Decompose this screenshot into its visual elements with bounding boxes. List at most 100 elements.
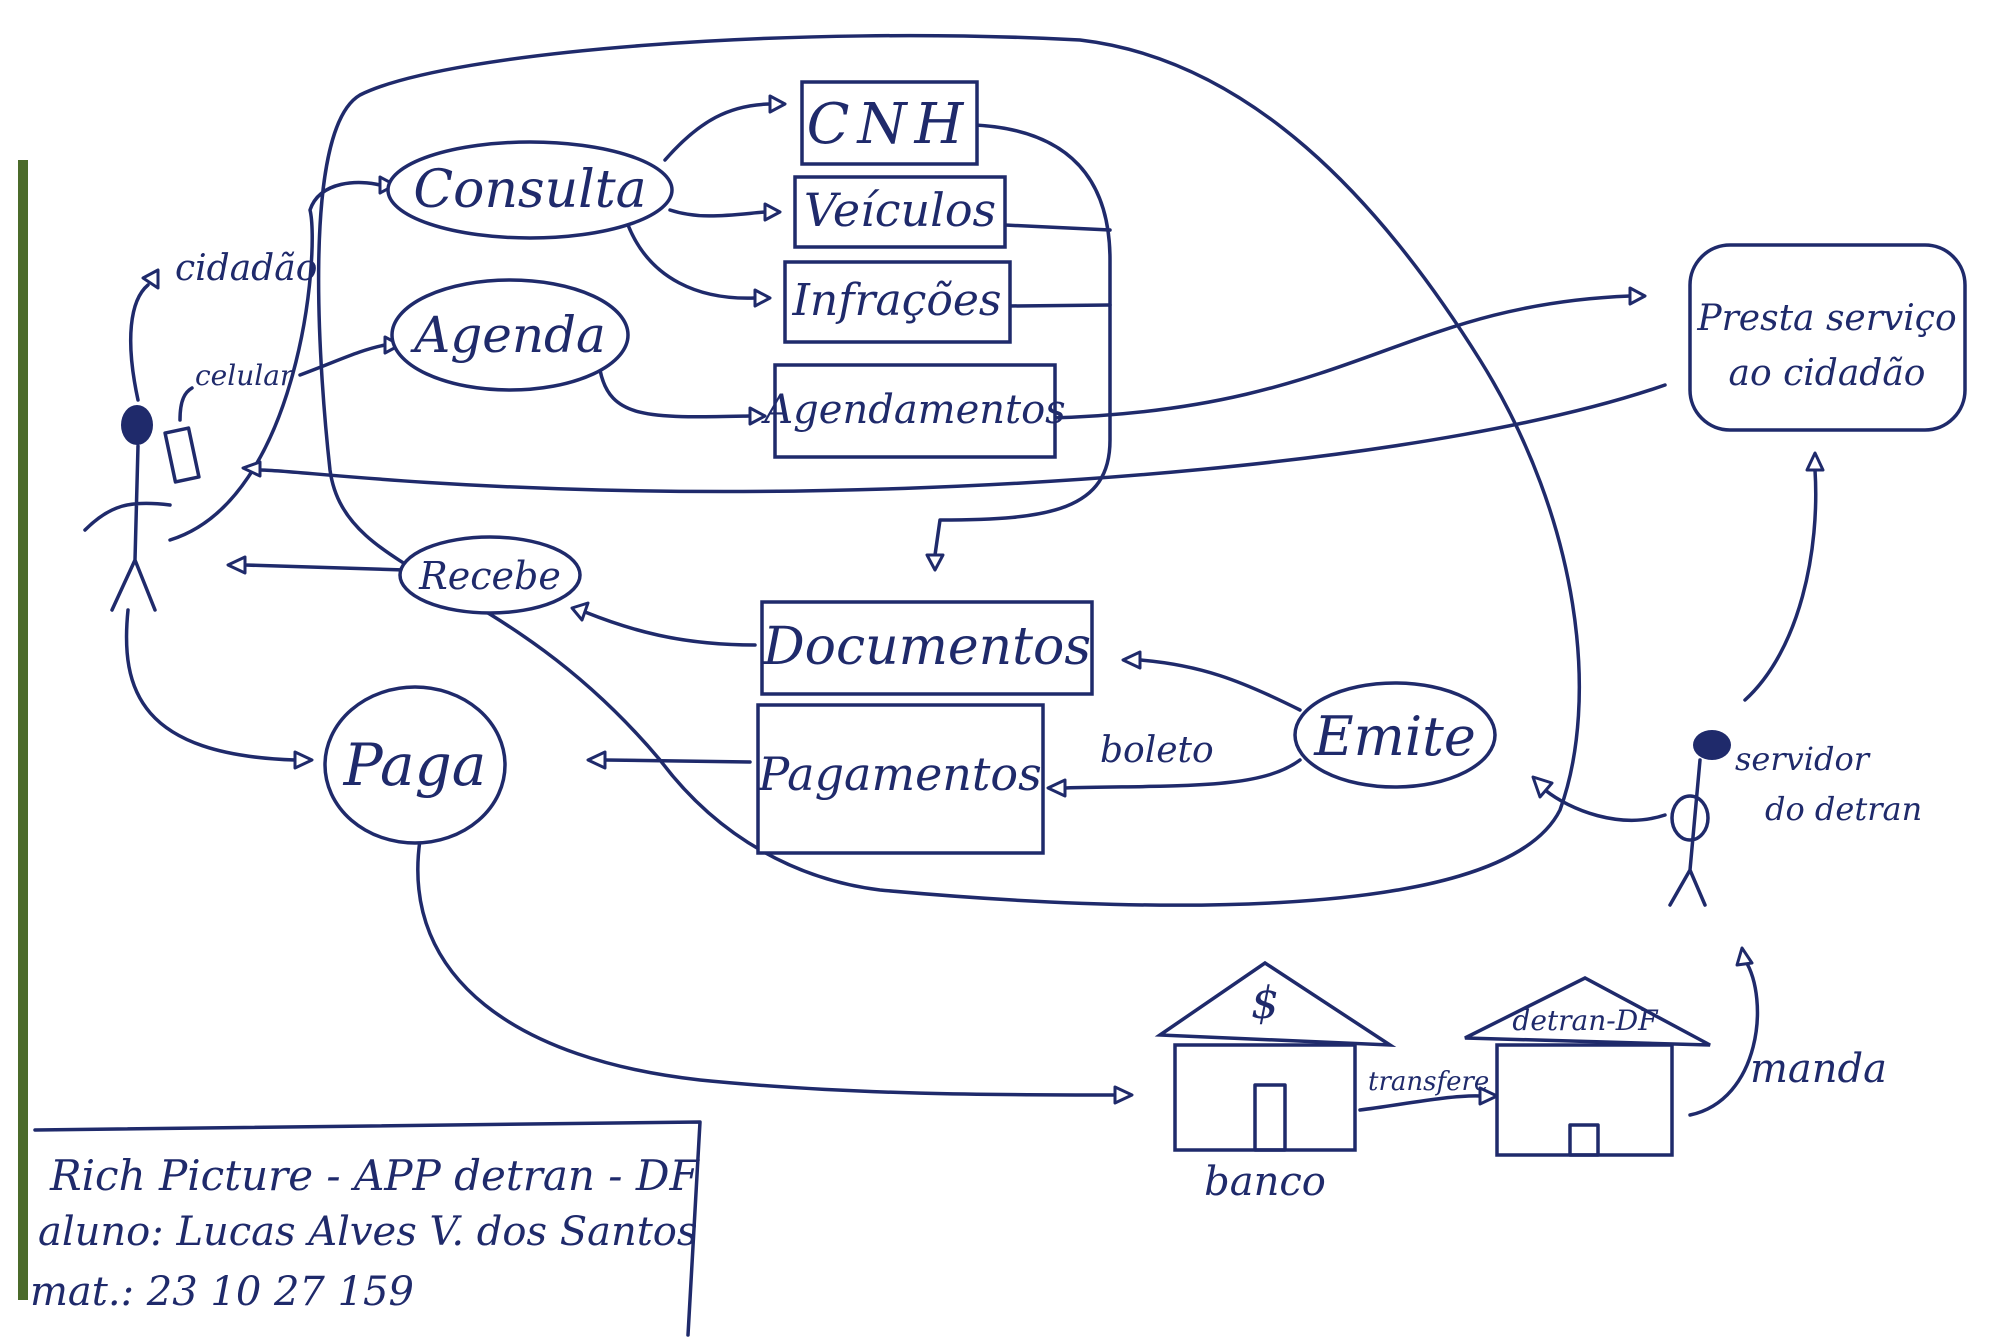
arrowhead-icon — [1121, 650, 1142, 670]
arrowhead-icon — [1046, 778, 1067, 798]
banco-dollar-icon: $ — [1251, 978, 1279, 1029]
node-paga: Paga — [323, 685, 507, 845]
edge-celular-label — [178, 386, 194, 422]
arrowhead-icon — [1531, 775, 1554, 799]
arrowhead-icon — [293, 750, 314, 770]
label-cnh: CNH — [807, 92, 972, 157]
arrowhead-icon — [925, 553, 945, 572]
arrowhead-icon — [1735, 946, 1754, 967]
node-pagamentos: Pagamentos — [756, 703, 1045, 855]
edge-consulta-infracoes — [626, 223, 757, 300]
edge-servidor-emite — [1543, 788, 1667, 822]
label-boleto: boleto — [1100, 730, 1214, 771]
arrowhead-icon — [1628, 286, 1647, 306]
arrowhead-icon — [1113, 1085, 1134, 1105]
paper-margin-stripe — [18, 160, 28, 1300]
node-veiculos: Veículos — [793, 175, 1007, 249]
label-pagamentos: Pagamentos — [757, 747, 1041, 801]
detran-wall-icon — [1495, 1043, 1674, 1157]
arrowhead-icon — [768, 94, 787, 114]
arrowhead-icon — [141, 268, 160, 290]
node-agendamentos: Agendamentos — [760, 363, 1066, 459]
banco-wall-icon — [1173, 1043, 1357, 1152]
label-emite: Emite — [1313, 705, 1476, 768]
label-agendamentos: Agendamentos — [760, 387, 1065, 433]
edge-consulta-veiculos — [668, 208, 767, 218]
arrowhead-icon — [241, 460, 262, 478]
edge-emite-documentos — [1138, 658, 1302, 712]
node-presta-servico: Presta serviço ao cidadão — [1688, 243, 1967, 432]
label-banco: banco — [1204, 1159, 1326, 1205]
label-servidor-line2: do detran — [1765, 790, 1922, 828]
edge-documentos-recebe — [583, 610, 757, 647]
detran-roof-icon — [1464, 976, 1711, 1047]
actor-cidadao: cidadão celular — [83, 248, 317, 612]
building-detran: detran-DF — [1464, 976, 1711, 1157]
edge-pagamentos-paga — [603, 758, 752, 764]
node-cnh: CNH — [800, 80, 979, 166]
label-detran: detran-DF — [1512, 1004, 1659, 1037]
footer-title: Rich Picture - APP detran - DF — [49, 1151, 701, 1200]
label-paga: Paga — [343, 731, 487, 799]
arrowhead-icon — [570, 601, 590, 622]
edge-cidadao-paga — [124, 608, 297, 762]
cidadao-head-icon — [121, 405, 153, 445]
label-veiculos: Veículos — [804, 183, 996, 237]
servidor-head-icon — [1693, 730, 1731, 760]
building-banco: $ banco — [1154, 960, 1397, 1205]
node-emite: Emite — [1293, 681, 1497, 789]
label-documentos: Documentos — [762, 617, 1091, 677]
edge-servidor-presta — [1743, 468, 1818, 702]
label-recebe: Recebe — [418, 554, 561, 598]
arrowhead-icon — [1805, 451, 1825, 472]
edge-presta-cidadao — [258, 383, 1667, 494]
banco-roof-icon — [1154, 960, 1397, 1048]
arrowhead-icon — [748, 406, 767, 426]
edge-infracoes-join — [1008, 303, 1112, 308]
arrowhead-icon — [1478, 1086, 1499, 1106]
label-manda: manda — [1750, 1046, 1887, 1092]
edge-cidadao-consulta — [168, 180, 382, 542]
edge-cidadao-label — [129, 283, 150, 402]
label-transfere: transfere — [1368, 1067, 1489, 1097]
actor-servidor: servidor do detran — [1668, 730, 1922, 907]
servidor-body-icon — [1668, 758, 1707, 907]
edge-consultas-documentos — [933, 123, 1112, 557]
system-boundary — [316, 33, 1582, 907]
label-consulta: Consulta — [413, 160, 646, 220]
detran-door-icon — [1568, 1123, 1600, 1157]
edge-paga-banco — [416, 838, 1117, 1097]
edge-agenda-agendamentos — [598, 368, 752, 419]
node-consulta: Consulta — [386, 140, 674, 240]
banco-door-icon — [1253, 1083, 1287, 1152]
label-celular: celular — [195, 359, 295, 392]
edge-detran-servidor — [1688, 958, 1760, 1117]
footer-matricula: mat.: 23 10 27 159 — [30, 1269, 414, 1315]
label-cidadao: cidadão — [175, 248, 317, 289]
arrowhead-icon — [226, 555, 247, 575]
edge-agendamentos-presta — [1048, 294, 1632, 420]
label-infracoes: Infrações — [791, 275, 1001, 326]
label-agenda: Agenda — [410, 306, 606, 364]
node-infracoes: Infrações — [783, 260, 1012, 344]
cidadao-body-icon — [83, 444, 172, 612]
footer-box: Rich Picture - APP detran - DF aluno: Lu… — [30, 1120, 702, 1337]
edge-banco-detran — [1358, 1094, 1482, 1112]
footer-aluno: aluno: Lucas Alves V. dos Santos — [38, 1209, 697, 1255]
node-documentos: Documentos — [760, 600, 1094, 696]
edge-emite-pagamentos — [1063, 758, 1302, 790]
arrowhead-icon — [763, 202, 782, 222]
node-agenda: Agenda — [390, 278, 630, 392]
phone-icon — [163, 426, 201, 484]
servidor-arms-icon — [1670, 794, 1710, 842]
label-presta-servico-line2: ao cidadão — [1729, 353, 1926, 394]
label-servidor-line1: servidor — [1735, 740, 1871, 778]
edge-recebe-cidadao — [243, 563, 407, 572]
edge-consulta-cnh — [663, 102, 772, 162]
edge-veiculos-join — [1003, 223, 1112, 232]
label-presta-servico-line1: Presta serviço — [1696, 298, 1956, 339]
arrowhead-icon — [753, 288, 772, 308]
arrowhead-icon — [586, 750, 607, 770]
edge-cidadao-agenda — [298, 343, 387, 377]
